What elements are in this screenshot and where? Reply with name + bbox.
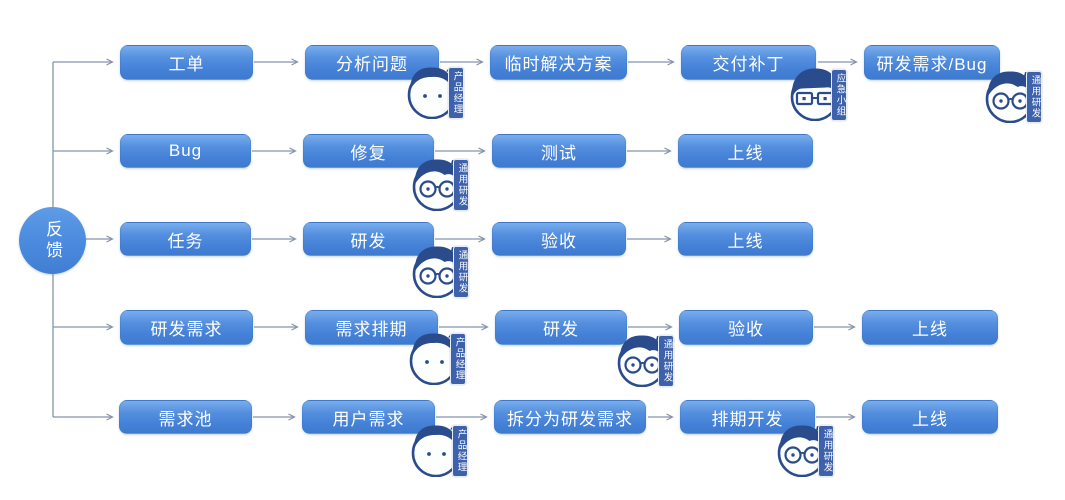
step-accept-reqflow: 验收 [679,310,813,345]
step-label: 研发 [543,320,579,339]
step-online-taskflow: 上线 [678,222,813,256]
avatar-product-manager: 产品经理 [406,413,470,483]
step-label: 排期开发 [711,409,784,429]
feedback-source-label: 反馈 [43,219,62,262]
step-fix: 修复 [303,134,434,168]
avatar-general-dev: 通用研发 [980,59,1044,129]
step-online-poolflow: 上线 [862,400,998,434]
step-label: 分析问题 [336,55,408,74]
step-test: 测试 [492,134,626,168]
step-bug: Bug [120,134,251,168]
step-label: 研发需求/Bug [876,55,988,74]
step-requirement-schedule: 需求排期 [305,310,438,345]
step-label: 上线 [727,143,764,163]
step-label: 需求池 [158,409,213,429]
avatar-general-dev: 通用研发 [612,323,676,393]
role-tag: 通用研发 [658,335,675,387]
feedback-source-node: 反馈 [19,207,86,274]
step-label: 上线 [727,231,764,251]
role-tag: 通用研发 [818,425,835,477]
step-label: 验收 [728,320,764,339]
step-label: 研发 [350,231,387,251]
step-requirement-pool: 需求池 [119,400,252,434]
avatar-emergency-team: 应急小组 [785,57,849,127]
step-deliver-patch: 交付补丁 [681,45,816,80]
step-online-reqflow: 上线 [862,310,998,345]
step-task: 任务 [120,222,251,256]
role-tag: 产品经理 [452,425,469,477]
avatar-product-manager: 产品经理 [404,321,468,391]
step-label: 任务 [167,231,204,251]
step-develop-reqflow: 研发 [495,310,627,345]
step-label: 临时解决方案 [504,55,613,74]
step-split-dev-requirement: 拆分为研发需求 [494,400,646,434]
avatar-general-dev: 通用研发 [772,413,836,483]
step-dev-requirement: 研发需求 [120,310,253,345]
role-tag: 通用研发 [453,246,470,298]
step-label: 拆分为研发需求 [507,409,633,429]
step-label: 工单 [168,55,205,74]
step-user-requirement: 用户需求 [302,400,435,434]
step-work-order: 工单 [120,45,253,80]
step-accept: 验收 [492,222,626,256]
avatar-product-manager: 产品经理 [402,55,466,125]
role-tag: 应急小组 [831,69,848,121]
role-tag: 通用研发 [1026,71,1043,123]
step-label: 需求排期 [335,320,408,339]
avatar-general-dev: 通用研发 [407,147,471,217]
step-label: 交付补丁 [712,55,785,74]
step-label: 上线 [912,409,948,429]
role-tag: 通用研发 [453,159,470,211]
avatar-general-dev: 通用研发 [407,234,471,304]
step-label: 用户需求 [332,409,405,429]
role-tag: 产品经理 [450,333,467,385]
step-develop: 研发 [303,222,434,256]
role-tag: 产品经理 [448,67,465,119]
step-label: 研发需求 [150,320,223,339]
step-label: Bug [168,141,203,160]
step-label: 验收 [541,231,577,251]
step-online-bugflow: 上线 [678,134,813,168]
step-label: 测试 [541,143,577,163]
step-dev-requirement-bug: 研发需求/Bug [864,45,1000,80]
step-label: 修复 [350,143,387,163]
step-temp-solution: 临时解决方案 [490,45,627,80]
step-label: 上线 [912,320,948,339]
